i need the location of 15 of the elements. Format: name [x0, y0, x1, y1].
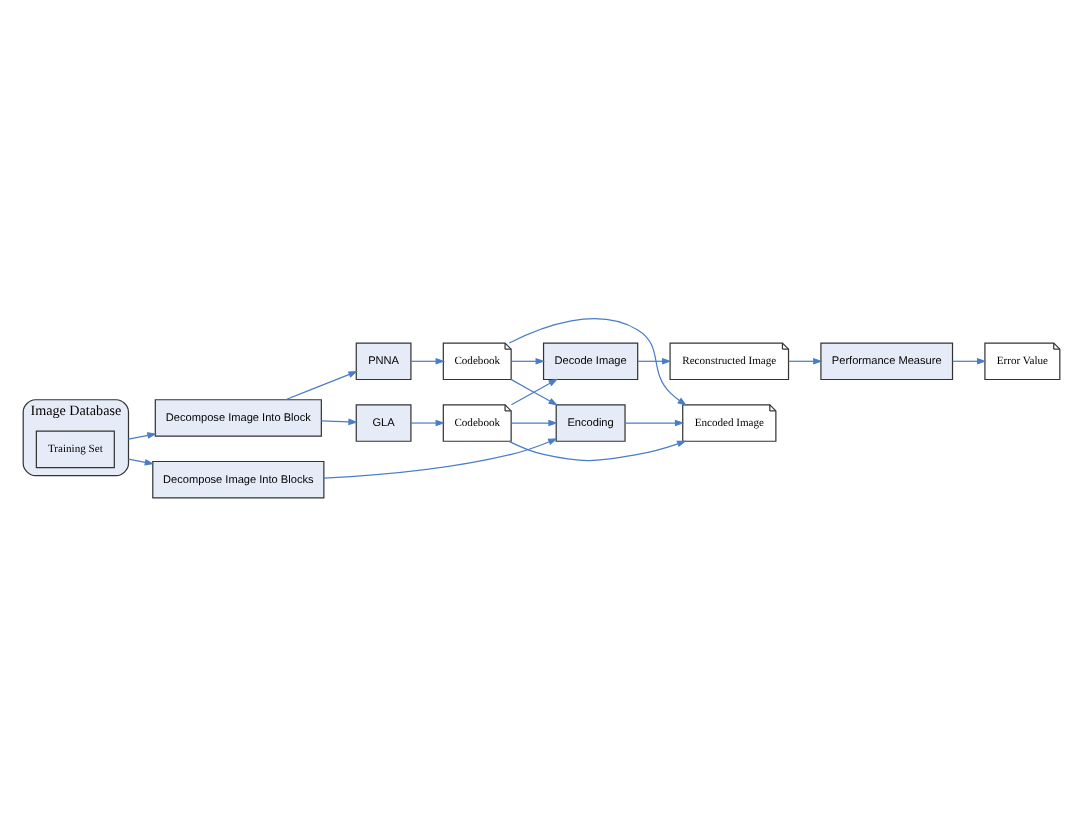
- arrow: [508, 440, 687, 462]
- arrow: [320, 418, 358, 426]
- arrow: [284, 371, 358, 401]
- arrow: [510, 419, 558, 427]
- arrow: [952, 357, 987, 365]
- arrow: [788, 357, 823, 365]
- arrow: [624, 419, 685, 427]
- arrow: [127, 432, 157, 440]
- arrow: [410, 357, 446, 365]
- arrow: [323, 438, 558, 479]
- arrow: [637, 357, 672, 365]
- arrow: [510, 357, 546, 365]
- arrow: [127, 458, 155, 466]
- arrow: [508, 318, 687, 406]
- arrow: [410, 419, 446, 427]
